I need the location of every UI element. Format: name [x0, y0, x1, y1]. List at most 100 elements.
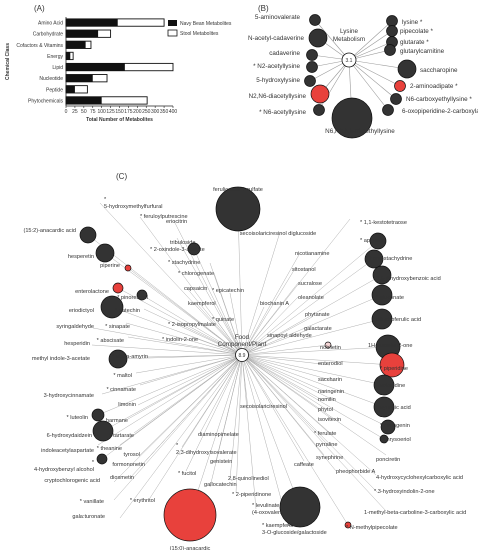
node-label: sitostanol	[292, 267, 316, 273]
node-label: * kaempferol	[262, 523, 293, 529]
node-label: 3,5-dihydroxybenzoic acid	[376, 276, 441, 282]
node-label: (4-oxovalerate)	[252, 510, 290, 516]
edge	[241, 354, 389, 428]
node-label: methyl indole-3-acetate	[32, 356, 90, 362]
edge	[241, 296, 299, 356]
edge	[241, 354, 337, 472]
node-label: pheophorbide A	[336, 469, 375, 475]
node-label: caffeate	[294, 462, 314, 468]
node-label: * homostachydrine	[366, 256, 412, 262]
node-label: * theanine	[97, 446, 122, 452]
node-label: dihydroferulic acid	[376, 317, 421, 323]
hub-label: Component/Plant	[218, 341, 267, 348]
edge	[173, 220, 243, 356]
node-label: * gluconate	[376, 295, 404, 301]
network-node	[324, 341, 332, 349]
edge	[213, 316, 243, 356]
edge	[139, 354, 243, 456]
edge	[237, 208, 243, 356]
x-tick-label: 125	[106, 109, 115, 115]
x-axis-title: Total Number of Metabolites	[86, 117, 153, 123]
network-node	[364, 249, 384, 269]
node-label: N-acetyl-cadaverine	[248, 35, 304, 42]
node-label: * erythritol	[130, 498, 155, 504]
edge	[127, 336, 243, 356]
edge	[101, 354, 243, 395]
lysine-network: 5-aminovalerateN-acetyl-cadaverinecadave…	[248, 14, 478, 139]
x-tick-label: 50	[81, 109, 87, 115]
category-label: Cofactors & Vitamins	[16, 43, 63, 49]
node-label: * tartarate	[109, 433, 134, 439]
node-label: * chlorogenate	[178, 271, 214, 277]
node-label: syringic acid	[380, 405, 411, 411]
network-node	[380, 419, 396, 435]
edge	[213, 272, 243, 356]
node-label: * epicatechin	[212, 288, 244, 294]
bar-navy-bean	[66, 74, 93, 82]
edge	[117, 354, 243, 360]
network-node	[309, 14, 321, 26]
node-label: * feruloylputrescine	[140, 214, 188, 220]
node-label: saccharin	[318, 377, 342, 383]
edge	[241, 231, 281, 356]
network-node	[313, 104, 325, 116]
category-label: Nucleotide	[39, 76, 63, 82]
edge	[97, 354, 243, 416]
edge	[193, 248, 243, 356]
edge	[241, 354, 329, 446]
node-label: * 3-hydroxyindolin-2-one	[374, 489, 435, 495]
node-label: sucralose	[298, 281, 322, 287]
node-label: sinapoyl aldehyde	[267, 333, 312, 339]
network-node	[91, 408, 105, 422]
edge	[229, 292, 243, 356]
node-label: * naringenin	[380, 423, 410, 429]
node-label: (15:2)-anacardic acid	[23, 228, 76, 234]
node-label: enterolactone	[75, 289, 109, 295]
network-node	[100, 295, 124, 319]
edge	[241, 354, 325, 402]
edge	[241, 274, 383, 356]
bar-navy-bean	[66, 96, 102, 105]
network-node	[371, 308, 393, 330]
network-node	[344, 521, 352, 529]
node-label: * 2-isopropylmalate	[168, 322, 216, 328]
node-label: * N6-acetyllysine	[259, 109, 306, 116]
bar-navy-bean	[66, 18, 118, 27]
node-label: tribuloside	[170, 240, 196, 246]
edge	[241, 240, 379, 356]
node-label: * cinnamate	[106, 387, 136, 393]
edge	[139, 354, 243, 386]
edge	[241, 354, 335, 382]
node-label: 4-hydroxybenzyl alcohol	[34, 467, 94, 473]
node-label: indoleacetylaspartate	[41, 448, 94, 454]
node-label: * catechin	[115, 308, 140, 314]
network-node	[373, 396, 395, 418]
category-label: Amino Acid	[38, 21, 63, 27]
edge	[141, 294, 243, 356]
node-label: 3-hydroxycinnamate	[44, 393, 94, 399]
edge	[241, 354, 387, 456]
edge	[241, 354, 385, 408]
x-tick-label: 25	[72, 109, 78, 115]
category-label: Energy	[47, 54, 63, 60]
edge	[241, 354, 377, 476]
node-label: saccharopine	[420, 67, 458, 74]
edge	[145, 354, 243, 358]
hub-count: 8.9	[239, 353, 246, 359]
legend-label-stool: Stool Metabolites	[180, 31, 219, 37]
node-label: 1H-quinolin-2-one	[368, 343, 412, 349]
category-label: Phytochemicals	[28, 98, 64, 104]
edge	[92, 327, 243, 356]
edge	[176, 237, 243, 356]
node-label: kaempferol	[188, 301, 216, 307]
node-label: * fucitol	[178, 471, 196, 477]
node-label: * abscisate	[97, 338, 124, 344]
edge	[125, 322, 243, 356]
node-label: isovitexin	[318, 417, 341, 423]
node-label: eriocitrin	[166, 219, 187, 225]
network-node	[108, 349, 128, 369]
node-label: hesperetin	[68, 254, 94, 260]
edge	[241, 354, 387, 512]
edge	[241, 328, 311, 356]
